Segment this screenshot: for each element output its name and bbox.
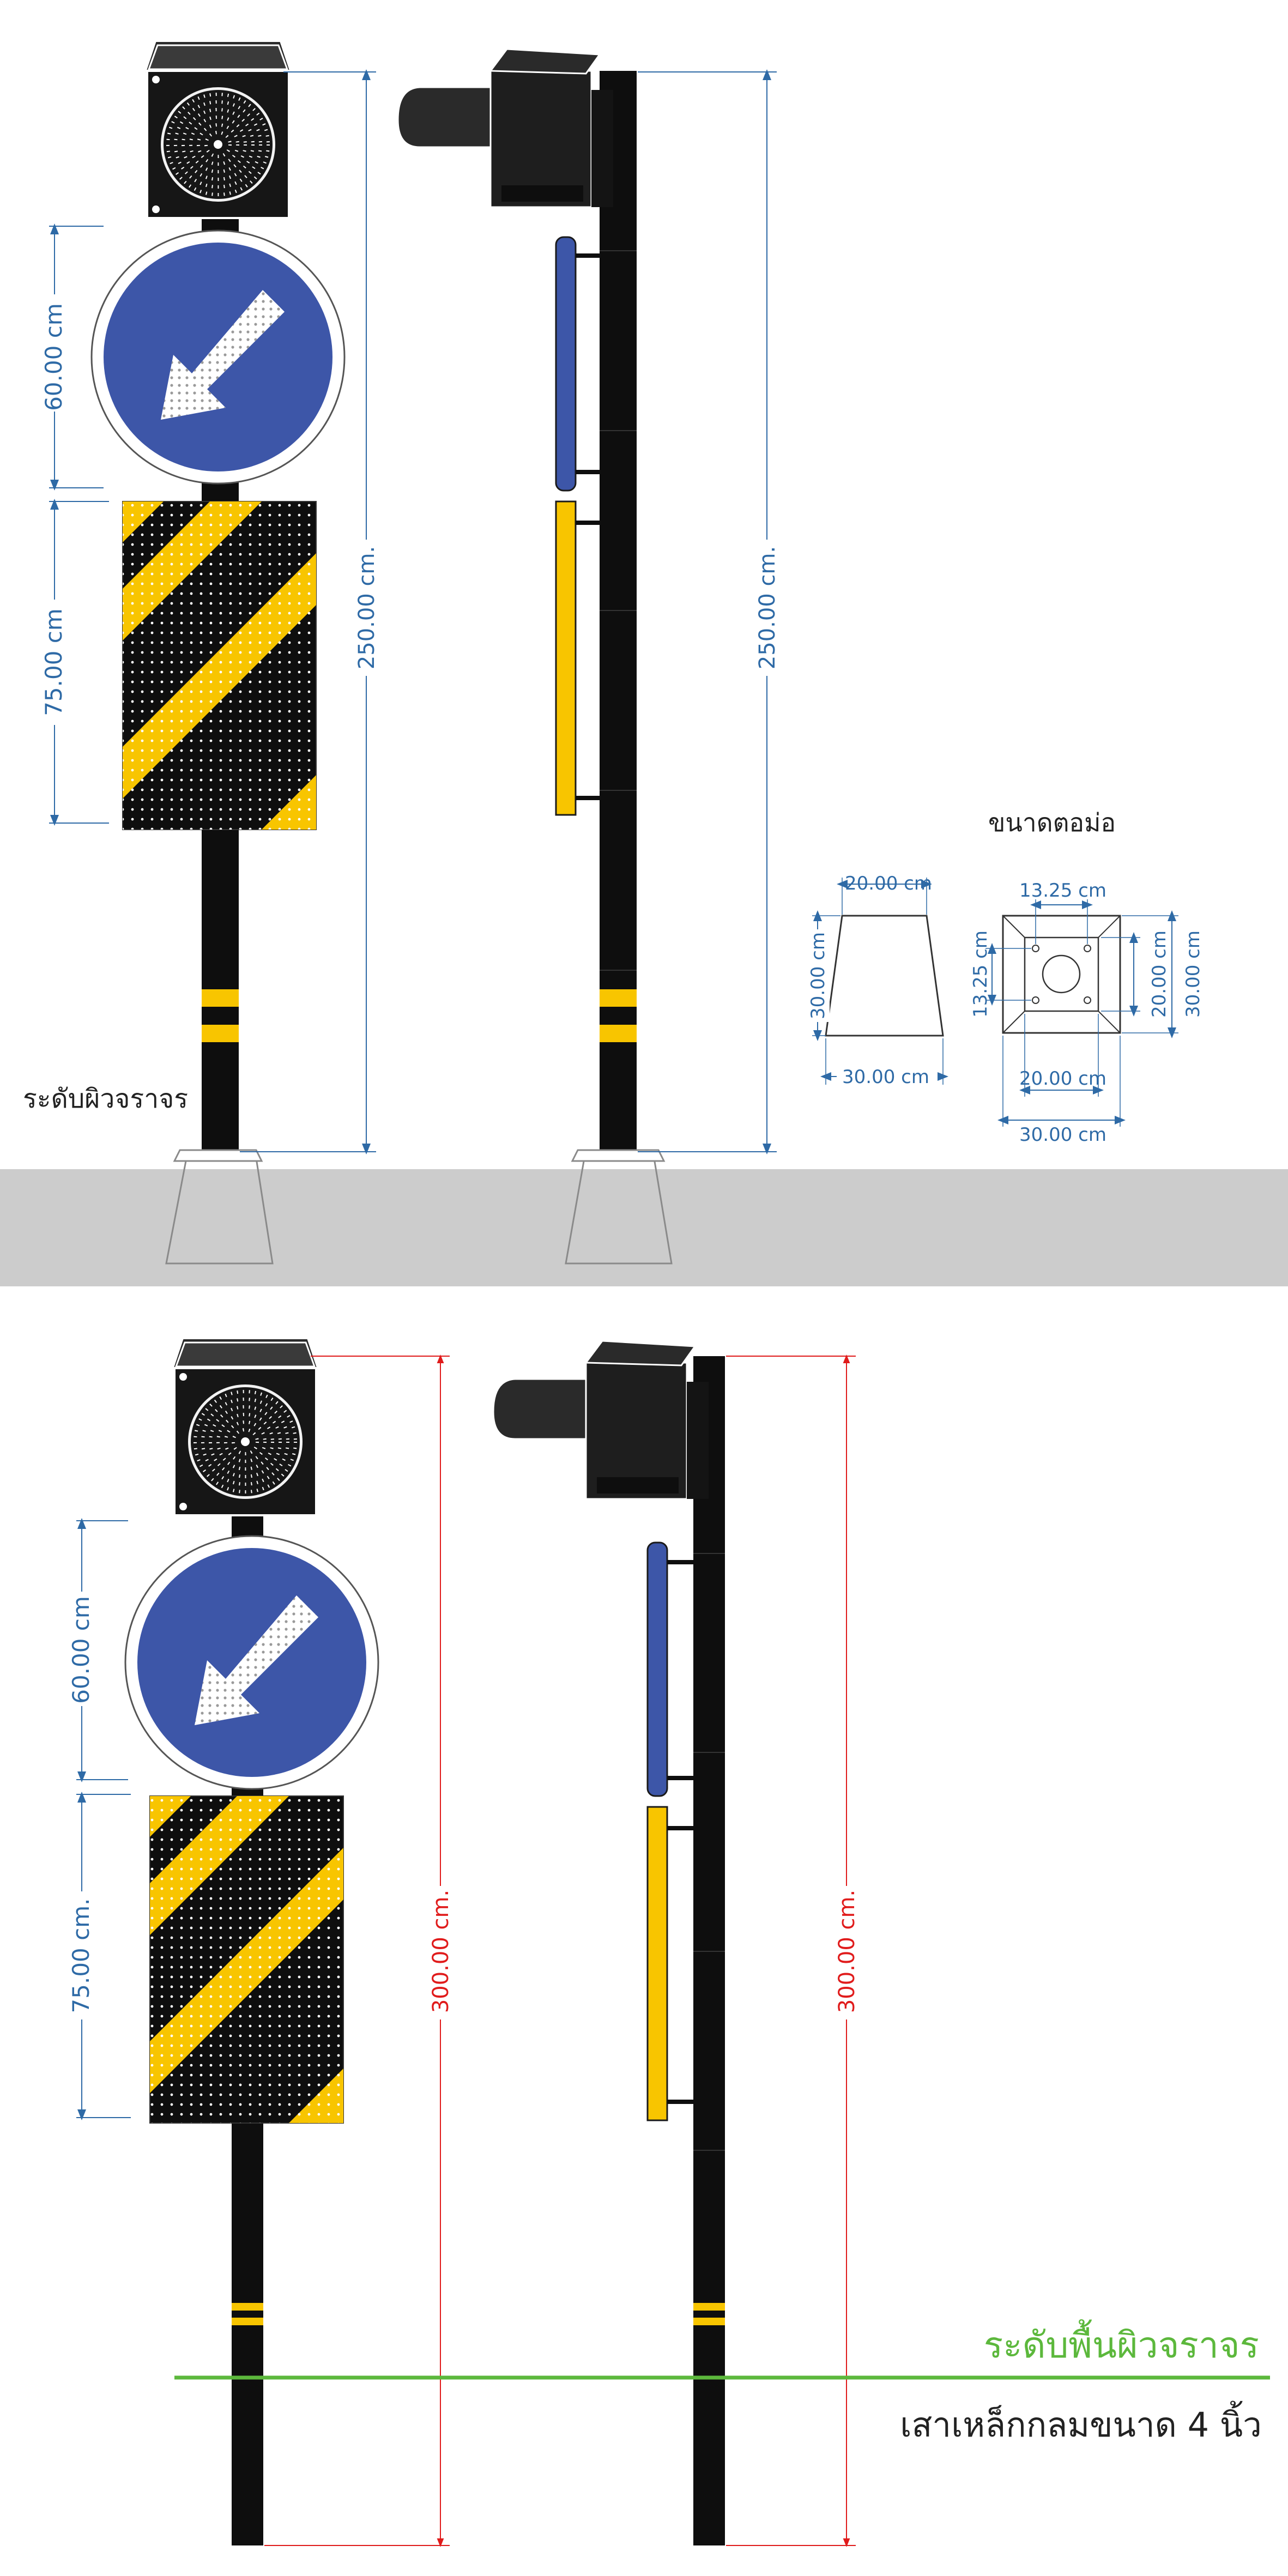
dim-label: 20.00 cm bbox=[1019, 1068, 1106, 1090]
reflective-band bbox=[232, 2318, 263, 2325]
reflective-band bbox=[232, 2303, 263, 2311]
dim-pole-side: 250.00 cm. bbox=[638, 69, 780, 1154]
solar-panel bbox=[143, 40, 293, 75]
dim-pole-front: 300.00 cm. bbox=[264, 1354, 453, 2547]
sign-edge bbox=[646, 1541, 668, 1797]
road-level-label: ระดับผิวจราจร bbox=[23, 1084, 188, 1114]
reflective-band bbox=[600, 989, 637, 1007]
dim-label: 20.00 cm bbox=[1148, 930, 1170, 1018]
dim-label: 75.00 cm. bbox=[68, 1898, 94, 2013]
side-view-bottom: 300.00 cm. bbox=[492, 1340, 860, 2547]
dim-label: 300.00 cm. bbox=[428, 1890, 453, 2013]
reflective-band bbox=[693, 2318, 725, 2325]
dim-label: 300.00 cm. bbox=[835, 1890, 860, 2013]
front-view-bottom: 60.00 cm 75.00 cm. 300.00 cm. bbox=[68, 1337, 453, 2547]
dim-label: 13.25 cm bbox=[1019, 880, 1106, 902]
dim-label: 250.00 cm. bbox=[354, 546, 379, 669]
reflective-band bbox=[693, 2303, 725, 2311]
flashing-light bbox=[147, 71, 289, 218]
reflective-band bbox=[202, 1025, 239, 1042]
dim-label: 75.00 cm bbox=[40, 608, 67, 716]
top-design: 60.00 cm 75.00 cm 250.00 cm. ระดับผิวจรา… bbox=[0, 40, 1288, 1286]
flashing-light-side bbox=[492, 1340, 710, 1500]
dim-pole-side: 300.00 cm. bbox=[726, 1354, 860, 2547]
dim-label: 20.00 cm bbox=[845, 873, 932, 894]
pole bbox=[600, 71, 637, 1158]
dim-panel-height: 75.00 cm bbox=[40, 499, 109, 826]
dim-label: 30.00 cm bbox=[1182, 930, 1204, 1018]
ground-band bbox=[0, 1169, 1288, 1286]
foundation-plan-view: 13.25 cm 13.25 cm 20.00 cm 30.00 cm bbox=[970, 880, 1204, 1146]
dim-label: 60.00 cm bbox=[40, 303, 67, 411]
dim-label: 13.25 cm bbox=[970, 930, 991, 1018]
dim-panel-height: 75.00 cm. bbox=[68, 1792, 131, 2120]
solar-panel bbox=[171, 1337, 320, 1372]
dim-label: 30.00 cm bbox=[842, 1066, 929, 1088]
pole-spec-label: เสาเหล็กกลมขนาด 4 นิ้ว bbox=[900, 2400, 1262, 2445]
bottom-design: 60.00 cm 75.00 cm. 300.00 cm. bbox=[68, 1337, 1281, 2547]
dim-label: 30.00 cm bbox=[1019, 1124, 1106, 1146]
flashing-light-side bbox=[397, 48, 614, 208]
road-surface-label: ระดับพื้นผิวจราจร bbox=[984, 2319, 1259, 2366]
dim-label: 30.00 cm bbox=[807, 932, 829, 1019]
dim-label: 250.00 cm. bbox=[755, 546, 780, 669]
sign-edge bbox=[555, 236, 577, 492]
hazard-panel bbox=[122, 501, 317, 830]
reflective-band bbox=[600, 1025, 637, 1042]
foundation-detail: ขนาดตอม่อ 20.00 cm 30.00 cm 30.00 cm bbox=[806, 808, 1204, 1146]
foundation-title: ขนาดตอม่อ bbox=[988, 808, 1116, 837]
panel-edge bbox=[646, 1806, 668, 2121]
front-view-top: 60.00 cm 75.00 cm 250.00 cm. ระดับผิวจรา… bbox=[23, 40, 379, 1265]
dim-sign-height: 60.00 cm bbox=[40, 223, 104, 491]
flashing-light bbox=[174, 1368, 316, 1515]
side-view-top: 250.00 cm. bbox=[397, 48, 780, 1265]
dim-pole-front: 250.00 cm. bbox=[240, 69, 379, 1154]
reflective-band bbox=[202, 989, 239, 1007]
hazard-panel bbox=[149, 1795, 344, 2124]
dim-sign-height: 60.00 cm bbox=[68, 1518, 128, 1782]
foundation-side-elevation: 20.00 cm 30.00 cm 30.00 cm bbox=[806, 873, 948, 1088]
dim-label: 60.00 cm bbox=[68, 1596, 94, 1704]
panel-edge bbox=[555, 500, 577, 816]
